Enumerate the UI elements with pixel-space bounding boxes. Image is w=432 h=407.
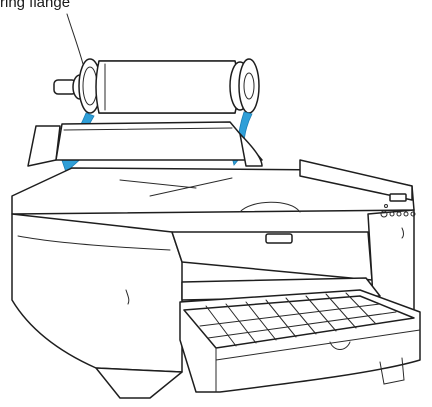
roll-paper-spindle [53, 58, 260, 114]
control-panel [380, 193, 416, 218]
printer-body [11, 121, 416, 373]
callout-label: ring flange [0, 0, 71, 11]
callout-leader-line [66, 13, 84, 65]
printer-base [95, 367, 183, 399]
paper-tray [179, 277, 421, 393]
